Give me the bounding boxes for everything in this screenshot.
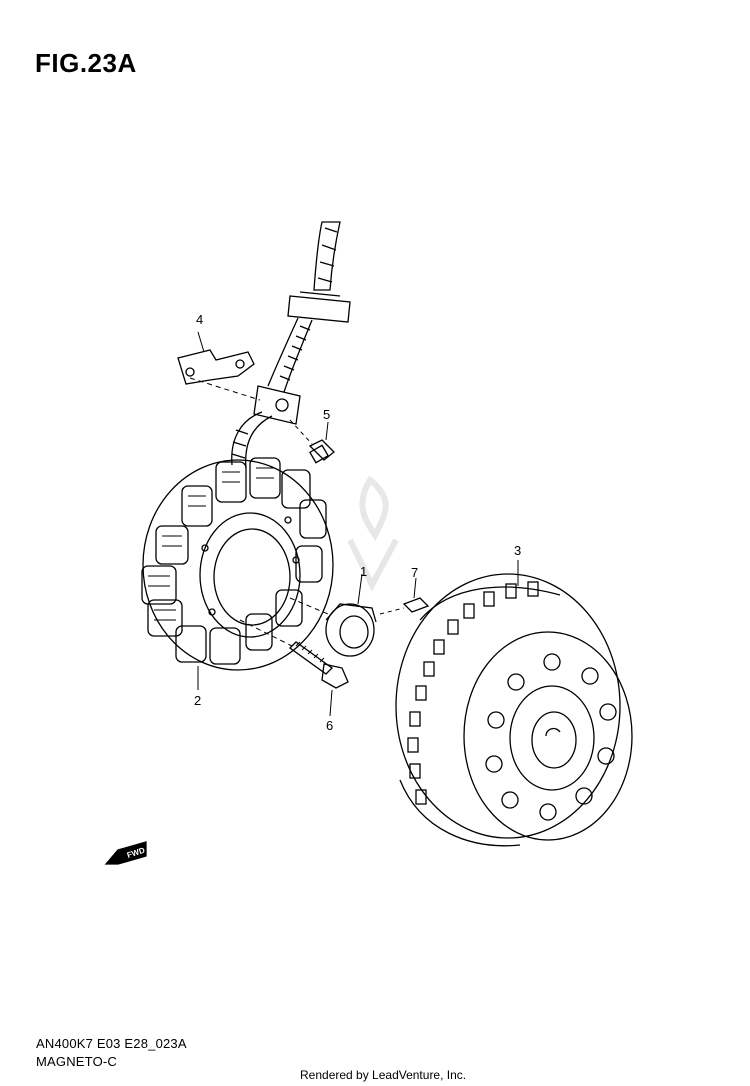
callout-4: 4: [196, 312, 203, 327]
bolt-part-6: [239, 619, 349, 717]
nut-part-1: [289, 573, 377, 657]
figure-title: FIG.23A: [35, 48, 137, 78]
key-part-7: [379, 577, 430, 615]
stator-part-2: [141, 457, 334, 690]
diagram-code: AN400K7 E03 E28_023A: [36, 1036, 187, 1051]
render-credit: Rendered by LeadVenture, Inc.: [300, 1068, 467, 1082]
rotor-part-3: [395, 560, 633, 847]
bracket-part-4: [177, 331, 261, 401]
rotor-bosses: [485, 653, 617, 821]
watermark-logo: [347, 475, 399, 592]
screw-part-5: [289, 419, 335, 464]
callout-7: 7: [411, 565, 418, 580]
callout-3: 3: [514, 543, 521, 558]
stator-coils: [141, 457, 327, 665]
callout-5: 5: [323, 407, 330, 422]
callout-6: 6: [326, 718, 333, 733]
forward-arrow-icon: FWD: [104, 841, 147, 865]
callout-2: 2: [194, 693, 201, 708]
diagram-name: MAGNETO-C: [36, 1054, 118, 1069]
callout-1: 1: [360, 564, 367, 579]
wire-harness: [231, 221, 351, 469]
rotor-teeth: [407, 581, 539, 805]
